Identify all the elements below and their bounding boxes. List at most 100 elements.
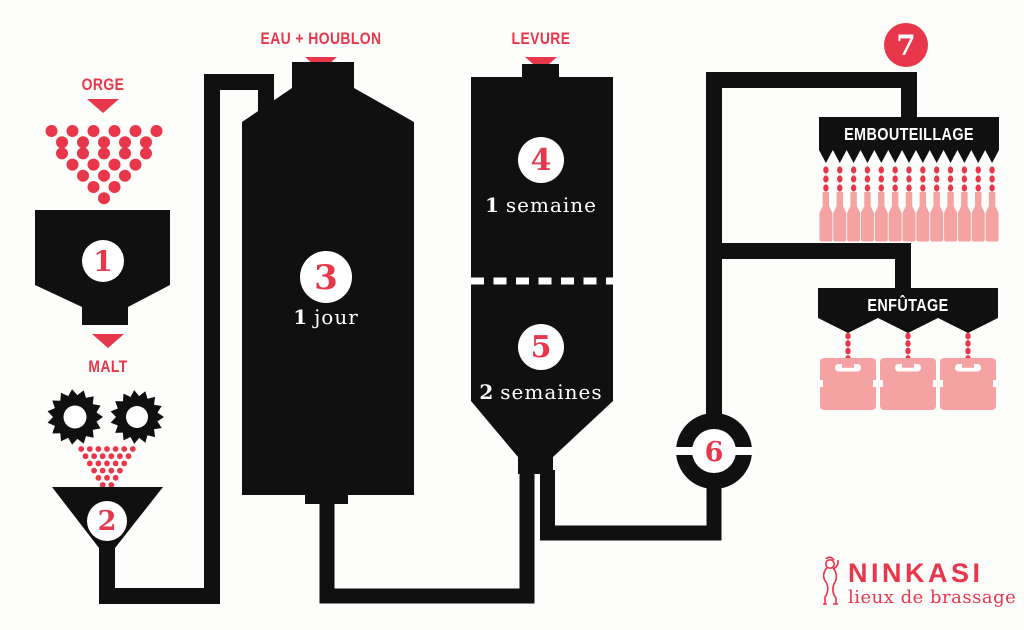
keg <box>819 358 877 410</box>
bottle <box>888 192 902 242</box>
barley-grain-dot <box>98 192 110 205</box>
bottle <box>847 192 861 242</box>
malt-grain-dot <box>112 474 119 481</box>
beer-drop <box>878 175 885 183</box>
levure-label: LEVURE <box>512 30 571 49</box>
beer-drop <box>892 184 898 192</box>
beer-drop <box>823 184 829 192</box>
malt-grain-dot <box>95 460 102 467</box>
beer-drop <box>864 166 871 174</box>
step-4-badge: 4 <box>518 137 564 183</box>
keg-handle-notch <box>842 364 854 368</box>
barley-grain-dot <box>129 125 142 137</box>
kegging-drops <box>845 332 971 362</box>
beer-drop <box>850 184 857 192</box>
bottling-banner <box>819 117 999 163</box>
beer-drop <box>975 184 981 192</box>
step-5-badge: 5 <box>518 324 564 370</box>
beer-drop <box>837 166 843 174</box>
malt-grain-dot <box>86 446 93 452</box>
beer-drop <box>906 184 912 192</box>
malt-grain-dot <box>99 482 106 488</box>
barley-grain-dot <box>66 125 79 137</box>
pipe-pump-to-kegging <box>706 243 911 290</box>
beer-drop <box>975 166 981 174</box>
step-2-badge: 2 <box>87 501 127 541</box>
barley-grain-dot <box>77 136 89 149</box>
beer-drop <box>837 184 843 192</box>
keg <box>939 358 997 410</box>
malt-grain-dot <box>117 453 123 460</box>
keg-side-notch <box>939 380 943 387</box>
bottle <box>957 192 971 242</box>
keg-body <box>820 358 876 410</box>
step-1-badge-circle <box>82 240 124 282</box>
step-1-barley: ORGE 1 <box>35 76 170 348</box>
malt-grain-dot <box>112 446 119 452</box>
bottling-drops <box>823 166 995 192</box>
step-2-number: 2 <box>98 506 117 537</box>
beer-drop <box>837 175 843 183</box>
beer-drop <box>864 175 871 183</box>
pipe-fermenter-to-pump <box>540 468 722 541</box>
malt-grain-dot <box>99 467 106 474</box>
barley-grain-dot <box>129 158 142 171</box>
beer-drop <box>905 347 911 355</box>
step-5-badge-circle <box>518 324 564 370</box>
step-4-badge-circle <box>518 137 564 183</box>
gear-hub <box>63 405 87 429</box>
barley-grain-dot <box>140 136 152 149</box>
beer-drop <box>905 340 911 347</box>
beer-drop <box>947 175 954 183</box>
kegging-station: ENFÛTAGE <box>818 288 998 410</box>
malt-grain-dot <box>125 453 132 460</box>
malt-grain-dot <box>121 460 128 467</box>
beer-drop <box>947 166 954 174</box>
malt-grain-dot <box>129 446 136 452</box>
step-2-malt-mill: MALT 2 <box>47 358 164 585</box>
beer-drop <box>845 332 851 340</box>
barley-grain-dot <box>98 169 110 182</box>
eau-houblon-label: EAU + HOUBLON <box>260 30 381 49</box>
brand-name: NINKASI <box>848 558 984 588</box>
malt-grain-dot <box>91 467 97 474</box>
step-7-badge-circle <box>884 23 928 67</box>
step-6-badge-circle <box>692 429 736 473</box>
beer-drop <box>878 166 885 174</box>
beer-drop <box>961 175 968 183</box>
barley-grain-dot <box>98 136 110 149</box>
beer-drop <box>965 347 971 355</box>
malt-label: MALT <box>88 358 127 377</box>
keg-side-notch <box>993 380 997 387</box>
malt-grain-dot <box>112 460 119 467</box>
malt-grain-dot <box>108 482 115 488</box>
malt-grain-dot <box>99 453 106 460</box>
fermenter-inlet <box>522 64 559 79</box>
step-1-badge: 1 <box>82 240 124 282</box>
step-7-badge: 7 <box>884 23 928 67</box>
barley-grains-icon <box>45 125 163 205</box>
barley-grain-dot <box>150 125 163 137</box>
beer-drop <box>965 332 971 340</box>
barley-grain-dot <box>56 136 68 149</box>
bottle <box>930 192 944 242</box>
beer-drop <box>878 184 885 192</box>
malt-grain-dot <box>78 446 85 452</box>
keg-side-notch <box>873 380 877 387</box>
beer-drop <box>933 175 940 183</box>
bottles-row <box>819 192 999 242</box>
kegs-row <box>819 358 997 410</box>
beer-drop <box>961 166 968 174</box>
pipes <box>99 72 917 604</box>
kegging-label: ENFÛTAGE <box>867 294 948 315</box>
beer-drop <box>850 166 857 174</box>
barley-grain-dot <box>108 125 121 137</box>
barley-grain-dot <box>77 147 89 160</box>
orge-arrow-down-icon <box>87 99 119 113</box>
bottle <box>916 192 930 242</box>
